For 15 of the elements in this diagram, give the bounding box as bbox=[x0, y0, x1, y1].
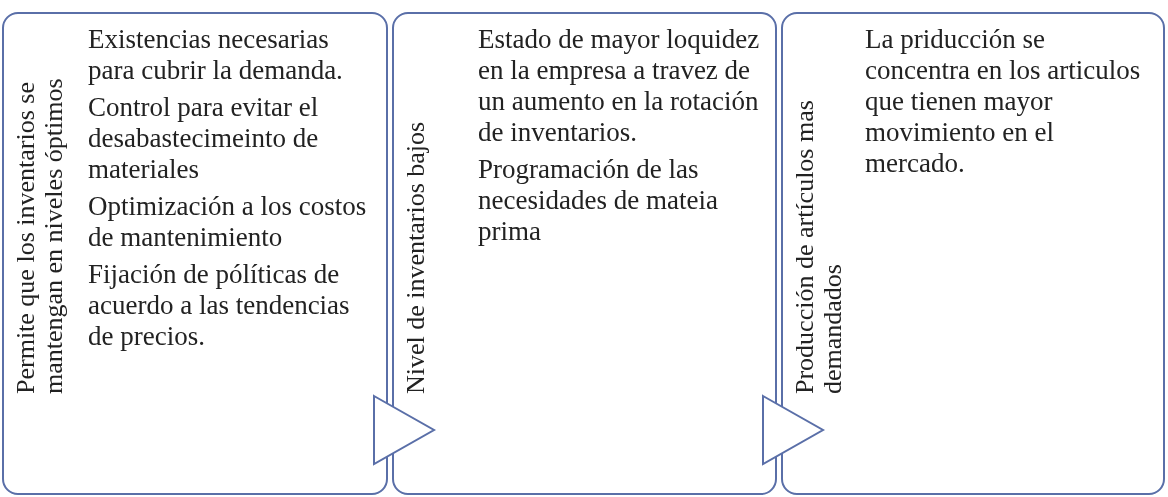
bullet-text: Control para evitar el desabastecimeinto de materiales bbox=[88, 92, 320, 185]
chevron-arrow bbox=[762, 394, 826, 466]
panel-card bbox=[392, 12, 777, 495]
bullet-text: Estado de mayor loquidez en la empresa a travez de un aumento en la rotación de inventarios. bbox=[478, 24, 761, 148]
chevron-arrow bbox=[373, 394, 437, 466]
bullet-text: Existencias necesarias para cubrir la demanda. bbox=[88, 24, 344, 86]
bullet-text: Optimización a los costos de mantenimiento bbox=[88, 191, 368, 253]
bullet-text: La priducción se concentra en los articulos que tienen mayor movimiento en el mercado. bbox=[865, 24, 1142, 179]
panel-card bbox=[2, 12, 388, 495]
panel-heading: Permite que los inventarios se mantengan en niveles óptimos bbox=[12, 77, 69, 394]
panel-heading: Nivel de inventarios bajos bbox=[402, 120, 431, 394]
panel-heading: Producción de artículos mas demandados bbox=[791, 99, 848, 394]
bullet-text: Programación de las necesidades de mateia prima bbox=[478, 154, 719, 247]
panel-card bbox=[781, 12, 1165, 495]
bullet-text: Fijación de pólíticas de acuerdo a las tendencias de precios. bbox=[88, 259, 351, 352]
